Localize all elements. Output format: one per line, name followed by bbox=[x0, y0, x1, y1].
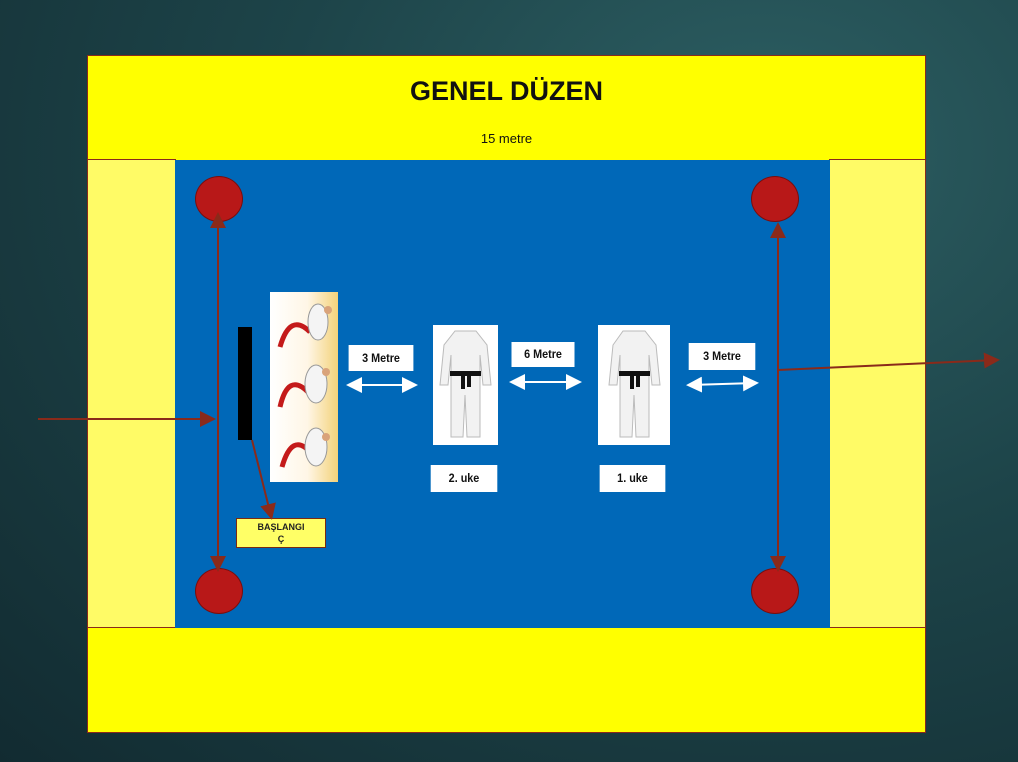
exit-arrow bbox=[778, 360, 996, 370]
distance-arrow-right bbox=[690, 383, 755, 385]
start-pointer-arrow bbox=[252, 440, 271, 516]
